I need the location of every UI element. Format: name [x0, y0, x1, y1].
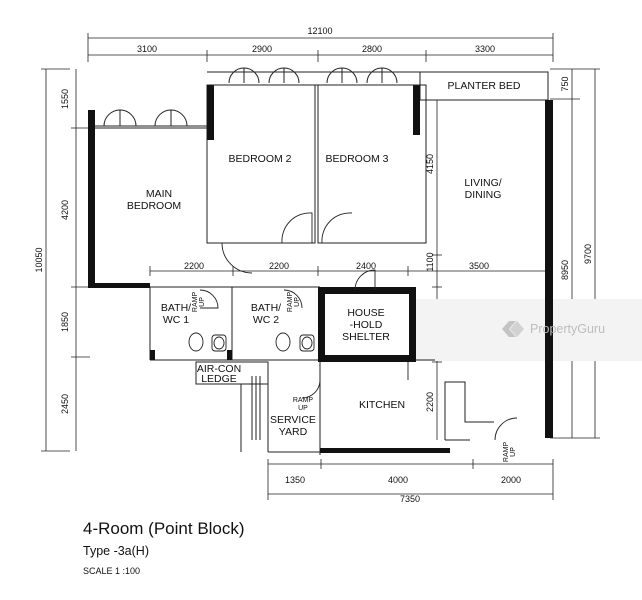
- dim-inner-1: 4150: [425, 154, 435, 174]
- dim-bottom-2: 4000: [388, 475, 408, 485]
- living-dining-label-1: LIVING/: [464, 177, 501, 189]
- dim-right-1: 750: [560, 76, 570, 91]
- dim-top-total: 12100: [307, 26, 332, 36]
- plan-title: 4-Room (Point Block): [83, 519, 245, 538]
- ramp-label-bath1-2: UP: [199, 297, 206, 307]
- dim-left-2: 4200: [60, 200, 70, 220]
- bath-2-label-2: WC 2: [253, 314, 279, 326]
- structural-walls: [88, 85, 553, 453]
- ramp-label-entry-1: RAMP: [503, 442, 510, 463]
- dim-left-1: 1550: [60, 89, 70, 109]
- door-swings: [199, 212, 518, 441]
- bedroom-3-label: BEDROOM 3: [325, 153, 388, 165]
- watermark-band: [412, 299, 642, 361]
- dim-bottom-3: 2000: [501, 475, 521, 485]
- dim-mid-4: 3500: [469, 261, 489, 271]
- plan-type: Type -3a(H): [83, 544, 149, 558]
- dim-inner-2: 1100: [425, 252, 435, 271]
- dim-top-2: 2900: [252, 44, 272, 54]
- dim-left-3: 1850: [60, 312, 70, 332]
- dim-bottom-1: 1350: [285, 475, 305, 485]
- dim-left-4: 2450: [60, 394, 70, 414]
- bath-1-label-2: WC 1: [163, 314, 189, 326]
- watermark-text: PropertyGuru: [530, 322, 606, 336]
- dimension-lines: [41, 33, 600, 500]
- fixtures: [188, 332, 409, 380]
- shelter-label-1: HOUSE: [347, 307, 384, 319]
- dim-inner-4: 2200: [425, 392, 435, 412]
- shelter-label-3: SHELTER: [342, 331, 390, 343]
- windows: [95, 67, 420, 129]
- aircon-ledge-label-2: LEDGE: [201, 373, 237, 385]
- service-yard-label-2: YARD: [279, 426, 308, 438]
- dim-mid-2: 2200: [269, 261, 289, 271]
- ramp-label-yard-2: UP: [298, 405, 308, 412]
- kitchen-label: KITCHEN: [359, 399, 405, 411]
- dim-right-2: 8950: [560, 260, 570, 280]
- aircon-ledge-label-1: AIR-CON: [197, 363, 241, 375]
- dim-bottom-total: 7350: [400, 494, 420, 504]
- interior-walls: [149, 71, 549, 455]
- shelter-label-2: -HOLD: [350, 319, 383, 331]
- planter-bed-label: PLANTER BED: [448, 80, 521, 92]
- ramp-label-entry-2: UP: [510, 447, 517, 457]
- service-yard-label-1: SERVICE: [270, 414, 316, 426]
- ramp-label-bath2-2: UP: [294, 297, 301, 307]
- ramp-label-bath1-1: RAMP: [192, 292, 199, 313]
- propertyguru-logo-icon: [502, 321, 524, 337]
- dim-top-3: 2800: [362, 44, 382, 54]
- bath-2-label-1: BATH/: [251, 302, 281, 314]
- living-dining-label-2: DINING: [465, 189, 502, 201]
- dim-top-4: 3300: [475, 44, 495, 54]
- dim-right-3: 9700: [583, 244, 593, 264]
- dim-mid-1: 2200: [184, 261, 204, 271]
- plan-scale: SCALE 1 :100: [83, 566, 141, 576]
- propertyguru-watermark: PropertyGuru: [500, 318, 605, 340]
- bath-1-label-1: BATH/: [161, 302, 191, 314]
- dim-mid-3: 2400: [356, 261, 376, 271]
- ramp-label-bath2-1: RAMP: [287, 292, 294, 313]
- main-bedroom-label-1: MAIN: [146, 188, 172, 200]
- main-bedroom-label-2: BEDROOM: [127, 200, 181, 212]
- dim-left-total: 10050: [34, 247, 44, 272]
- ramp-label-yard-1: RAMP: [293, 397, 314, 404]
- dim-top-1: 3100: [137, 44, 157, 54]
- bedroom-2-label: BEDROOM 2: [228, 153, 291, 165]
